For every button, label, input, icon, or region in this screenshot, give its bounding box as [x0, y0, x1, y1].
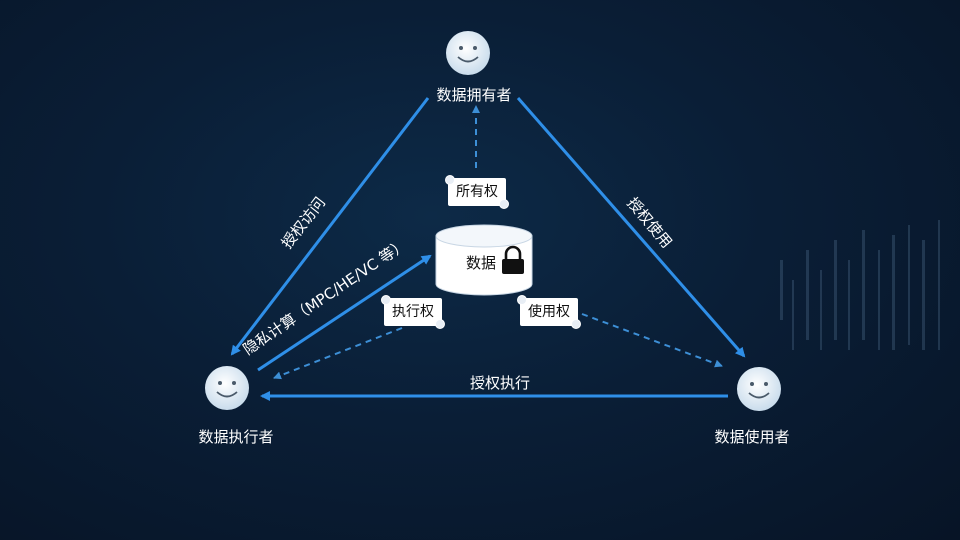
owner-smiley-icon — [446, 31, 490, 75]
edge-label-authorized-execution: 授权执行 — [470, 374, 531, 392]
usage-box: 使用权 — [517, 295, 581, 329]
user-label: 数据使用者 — [714, 428, 790, 446]
dashed-execution-to-executor — [273, 327, 403, 380]
executor-label: 数据执行者 — [198, 428, 274, 446]
arrow-owner-to-executor — [230, 97, 430, 356]
execution-box: 执行权 — [381, 295, 445, 329]
background-noise — [780, 220, 940, 350]
database-label: 数据 — [466, 254, 497, 272]
database-cylinder — [435, 224, 533, 296]
dashed-usage-to-user — [581, 313, 723, 368]
owner-label: 数据拥有者 — [436, 86, 512, 104]
executor-smiley-icon — [205, 366, 249, 410]
lock-icon — [502, 245, 524, 274]
ownership-box: 所有权 — [445, 175, 509, 209]
arrow-executor-to-database — [257, 254, 432, 372]
arrow-owner-to-user — [516, 97, 746, 358]
user-smiley-icon — [737, 367, 781, 411]
